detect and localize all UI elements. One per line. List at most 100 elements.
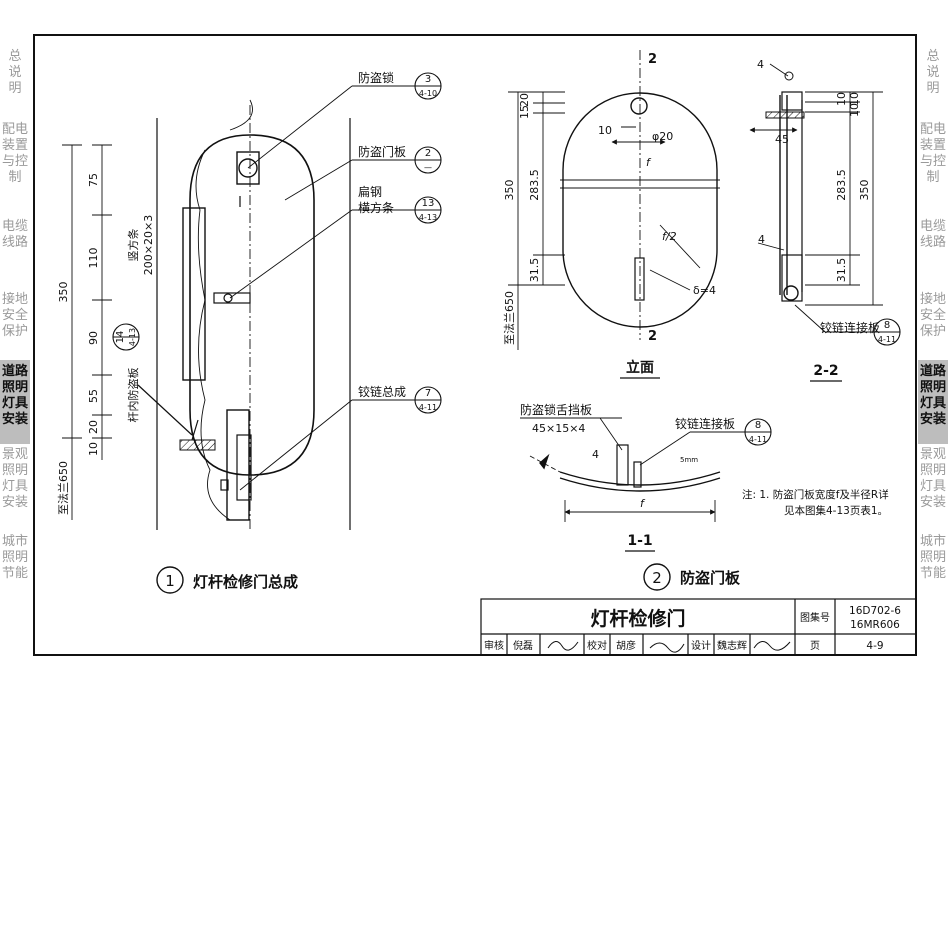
side-tab-text: 安装 [1,412,28,427]
s11-ref-bubble [744,418,772,446]
view1-ref-bubbles [112,72,442,414]
elev-dim-10: 10 [598,124,612,137]
section11-view [520,417,745,522]
side-tab-text: 保护 [919,324,946,339]
side-tab-text: 安全 [1,308,28,323]
tb-checker: 胡彦 [616,639,636,652]
side-tab-text: 说 [926,65,940,80]
side-tab-text: 灯具 [1,396,28,411]
dim-75: 75 [87,173,100,187]
s11-tongue-dim: 45×15×4 [532,422,585,435]
side-tab-text: 照明 [919,463,946,478]
view1-number-circle [156,566,184,594]
side-tab-3[interactable]: 接地安全保护 [918,288,948,352]
s22-dim-283: 283.5 [835,169,848,201]
side-tab-1[interactable]: 配电装置与控制 [918,118,948,202]
side-tab-text: 总 [926,49,940,64]
side-tab-text: 安全 [919,308,946,323]
side-tab-4[interactable]: 道路照明灯具安装 [0,360,30,444]
s22-title: 2-2 [813,363,838,379]
s22-hinge-label: 铰链连接板 [820,320,880,335]
label-flatbar-2: 横方条 [358,200,394,215]
s22-dim-10a: 10 [835,92,848,106]
dim-20: 20 [87,420,100,434]
side-tab-text: 景观 [919,447,946,462]
view2-number-circle [643,563,671,591]
elev-section-mark-bottom: 2 [648,329,657,344]
side-tab-2[interactable]: 电缆线路 [0,215,30,274]
s11-weld: 4 [592,448,599,461]
tb-page-no: 4-9 [866,640,883,652]
side-tab-text: 保护 [1,324,28,339]
elevation-texts: 2 2 20 15 283.5 31.5 350 至法兰650 10 φ20 f… [502,52,716,376]
side-tab-text: 景观 [1,447,28,462]
section22-texts: 10 10 10 283.5 350 31.5 45 4 4 铰链连接板 2-2 [757,58,880,379]
side-tab-text: 城市 [1,534,28,549]
side-tab-text: 总 [8,49,22,64]
elev-dim-283: 283.5 [528,169,541,201]
sheet-frame [33,34,917,656]
tb-reviewer: 倪磊 [513,640,533,652]
side-tab-2[interactable]: 电缆线路 [918,215,948,274]
elev-dim-20: 20 [518,93,531,107]
elev-section-mark-top: 2 [648,52,657,67]
note-line-2: 见本图集4-13页表1。 [784,505,889,517]
side-tab-text: 安装 [919,495,946,510]
elev-phi: φ20 [652,130,673,143]
side-tab-text: 装置 [919,138,946,153]
view1-title: 1 灯杆检修门总成 [156,566,298,594]
svg-text:4-11: 4-11 [419,403,437,412]
side-tab-5[interactable]: 景观照明灯具安装 [918,443,948,527]
svg-text:3: 3 [425,74,431,85]
side-tab-text: 道路 [919,364,946,379]
side-tab-text: 安装 [1,495,28,510]
s11-hinge-label: 铰链连接板 [675,416,735,431]
view1-dimension-lines [62,144,112,520]
side-tab-1[interactable]: 配电装置与控制 [0,118,30,202]
side-tab-text: 线路 [919,235,946,250]
elev-f2: f/2 [662,230,677,243]
svg-text:7: 7 [425,388,431,399]
section22-dim-lines [805,91,883,306]
side-tab-0[interactable]: 总说明 [918,45,948,109]
view1-title-text: 灯杆检修门总成 [193,573,298,591]
side-tab-0[interactable]: 总说明 [0,45,30,109]
tb-designer: 魏志辉 [717,639,747,652]
side-tab-6[interactable]: 城市照明节能 [918,530,948,594]
side-tab-text: 照明 [1,550,28,565]
view2-title: 2 防盗门板 [643,563,741,591]
note-line-1: 注: 1. 防盗门板宽度f及半径R详 [742,489,889,501]
view1-ref-texts: 3 4-10 2 — 13 4-13 7 4-11 14 4-13 [115,74,437,412]
tb-review-label: 审核 [484,639,504,652]
side-tab-text: 电缆 [1,219,28,234]
svg-text:4-10: 4-10 [419,89,437,98]
side-tab-text: 照明 [1,380,28,395]
s22-dim-10b: 10 [848,92,861,106]
s22-dim-31: 31.5 [835,258,848,283]
dim-350: 350 [57,282,70,303]
elevation-view [560,50,720,340]
elevation-dim-lines [508,91,565,350]
view1-number: 1 [165,572,175,590]
dim-10: 10 [87,442,100,456]
elev-dim-31: 31.5 [528,258,541,283]
side-tab-text: 配电 [1,122,28,137]
side-tab-6[interactable]: 城市照明节能 [0,530,30,594]
side-tab-text: 节能 [919,566,946,581]
svg-text:14: 14 [115,331,126,344]
s11-title: 1-1 [627,533,652,549]
side-tab-3[interactable]: 接地安全保护 [0,288,30,352]
svg-text:4-13: 4-13 [128,328,137,346]
side-tab-text: 灯具 [1,479,28,494]
side-tab-5[interactable]: 景观照明灯具安装 [0,443,30,527]
side-tab-text: 节能 [1,566,28,581]
side-tab-4[interactable]: 道路照明灯具安装 [918,360,948,444]
elev-dim-350: 350 [503,180,516,201]
side-tab-text: 照明 [919,550,946,565]
side-tab-text: 明 [926,81,940,96]
tb-atlas-no-2: 16MR606 [850,619,900,631]
side-tab-text: 城市 [919,534,946,549]
side-tab-text: 明 [8,81,22,96]
side-tab-text: 灯具 [919,479,946,494]
view2-title-text: 防盗门板 [680,569,741,587]
